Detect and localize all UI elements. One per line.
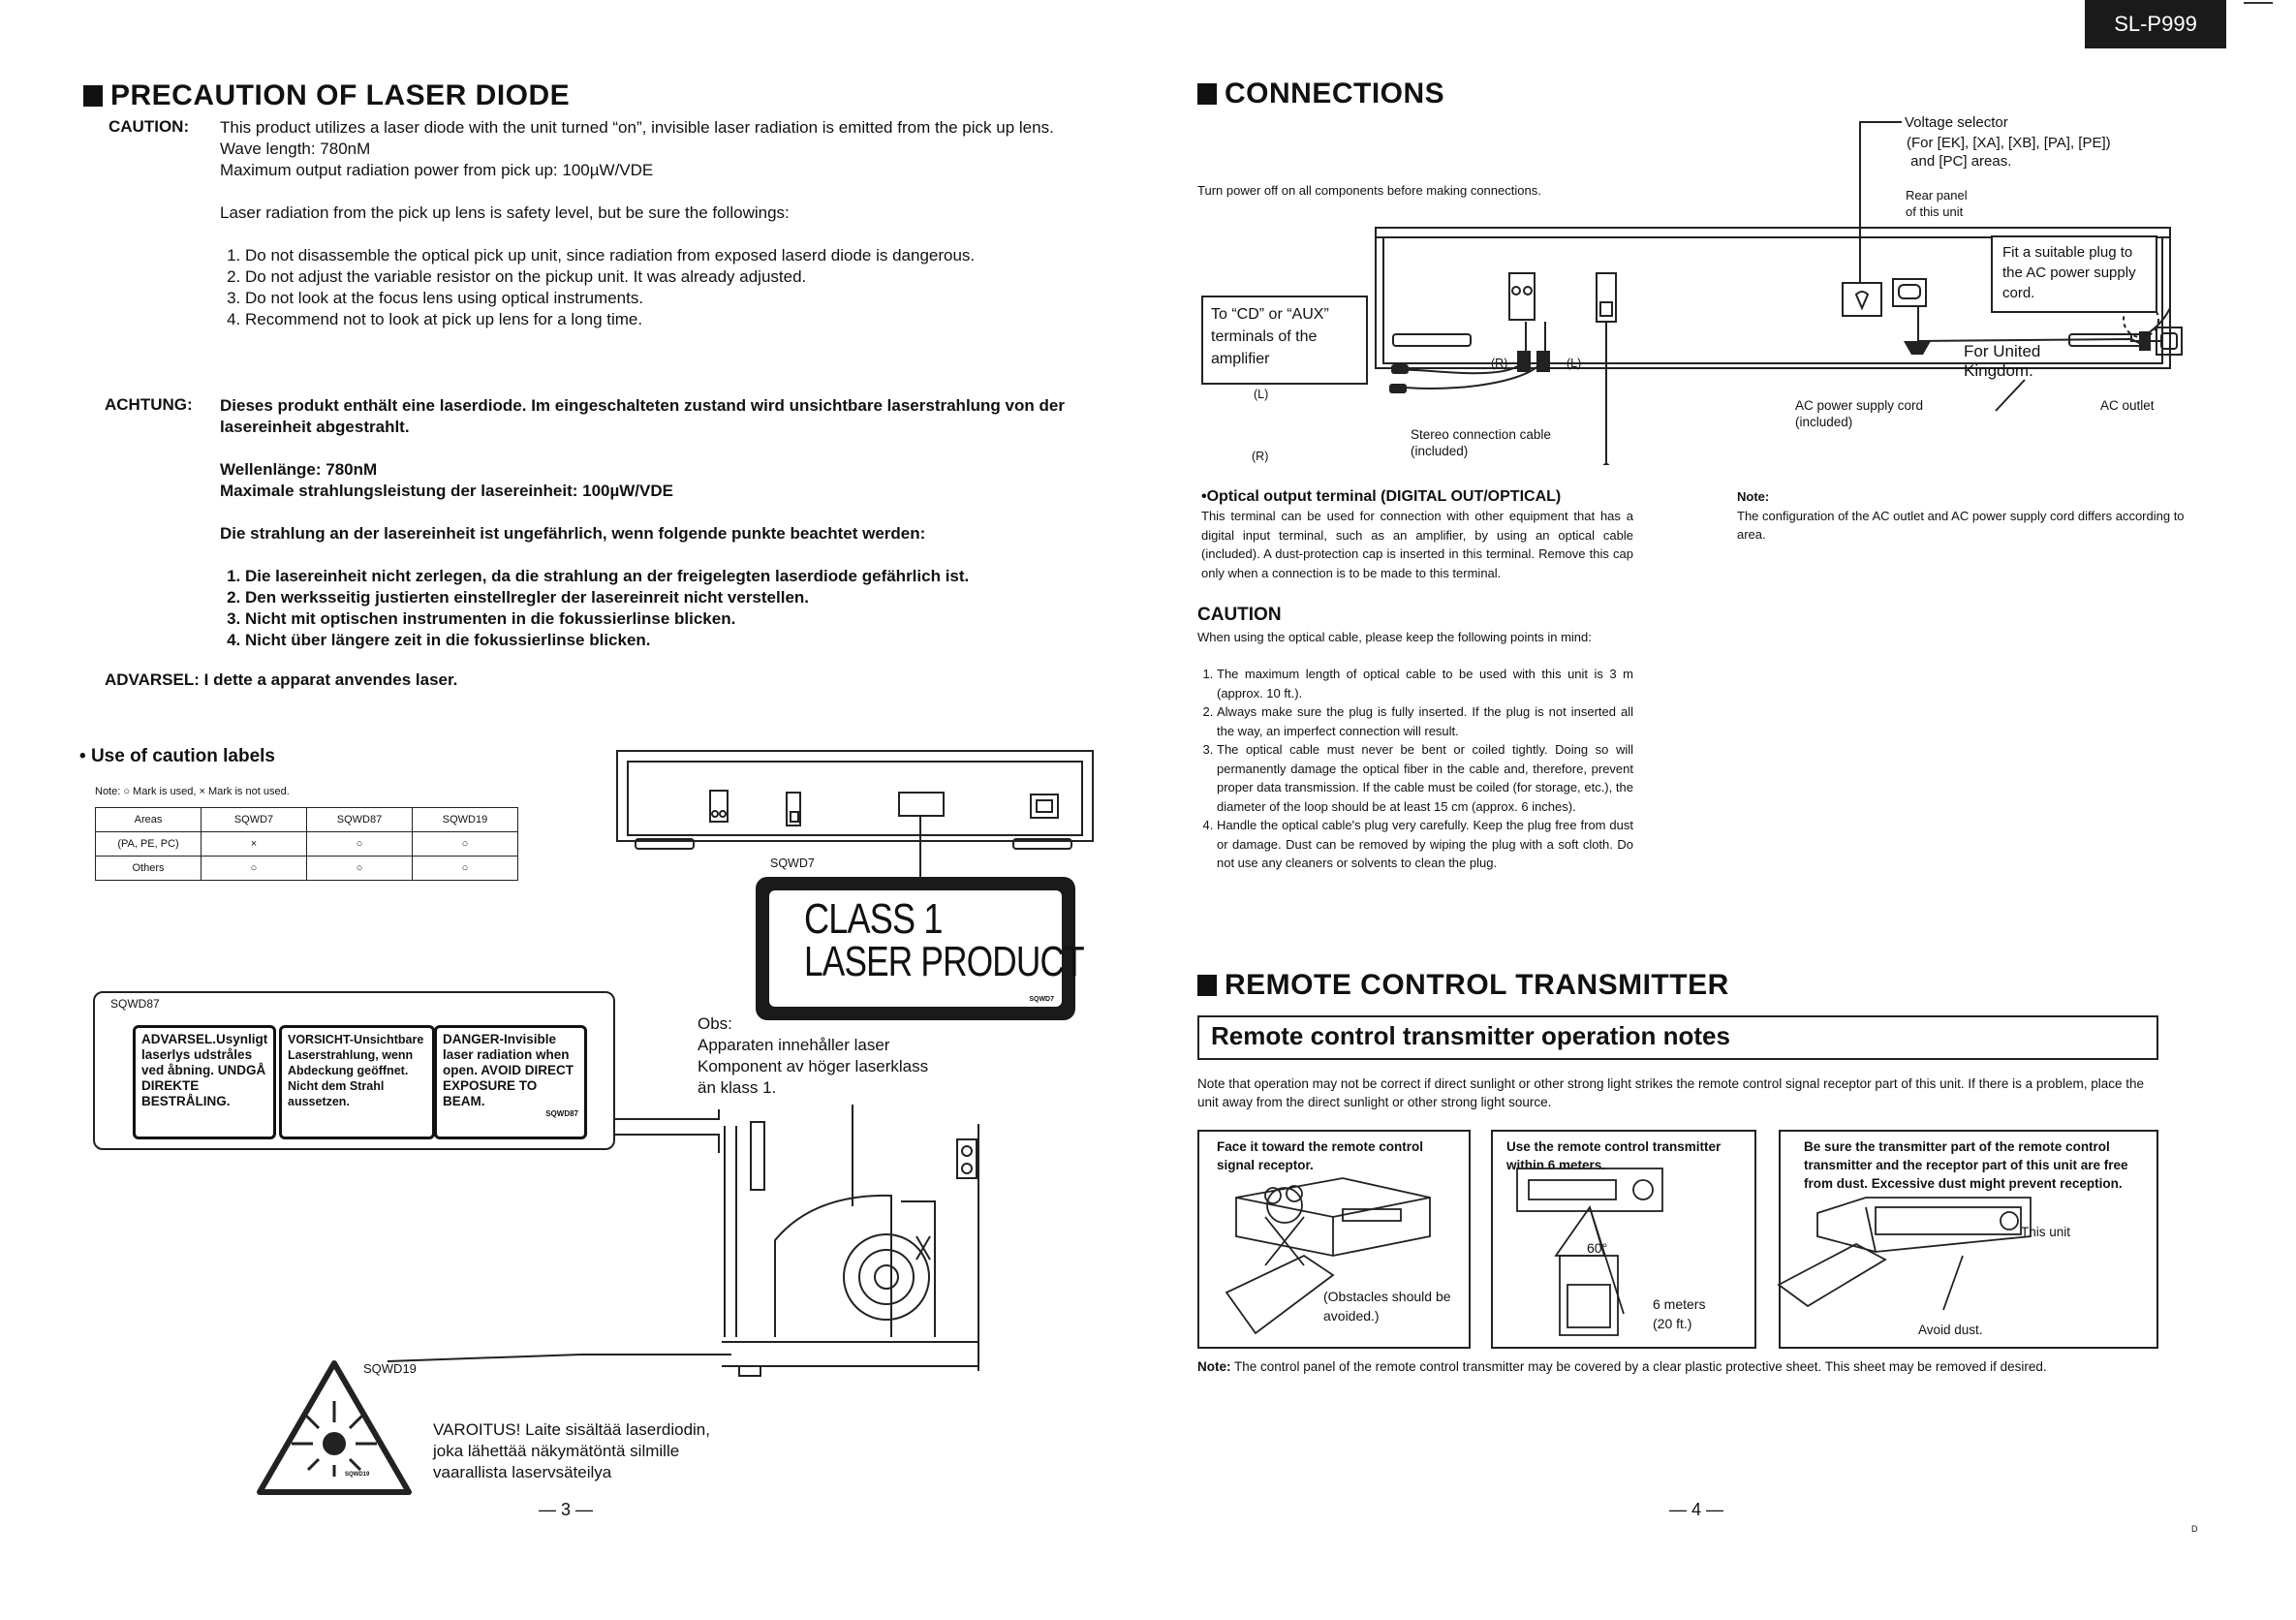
top-rule: [2244, 2, 2273, 4]
remote-illustrations: [1225, 1168, 2032, 1336]
caution-labels-table: Areas SQWD7 SQWD87 SQWD19 (PA, PE, PC)×○…: [95, 807, 518, 881]
plug-r-label: (R): [1252, 450, 1269, 463]
achtung-label: ACHTUNG:: [105, 395, 193, 414]
optical-caution-intro: When using the optical cable, please kee…: [1197, 630, 1592, 644]
optical-text: This terminal can be used for connection…: [1201, 509, 1633, 580]
achtung-item: Die lasereinheit nicht zerlegen, da die …: [245, 566, 1082, 587]
fit-plug-box: Fit a suitable plug to the AC power supp…: [1991, 235, 2157, 313]
achtung-item: Den werksseitig justierten einstellregle…: [245, 587, 1082, 608]
caution-item: Recommend not to look at pick up lens fo…: [245, 309, 1082, 330]
panel-dust: [1779, 1130, 2158, 1349]
turn-off-note: Turn power off on all components before …: [1197, 183, 1541, 198]
table-header: SQWD87: [306, 807, 413, 832]
panel3-dust: Avoid dust.: [1918, 1323, 1983, 1337]
page-number-left: — 3 —: [539, 1500, 594, 1519]
advarsel-label: ADVARSEL:: [105, 670, 200, 689]
table-row: Others○○○: [95, 856, 518, 881]
corner-mark: D: [2191, 1524, 2198, 1534]
sticker-german: VORSICHT-Unsichtbare Laserstrahlung, wen…: [279, 1025, 435, 1139]
connections-title: CONNECTIONS: [1197, 78, 1444, 110]
achtung-block: Dieses produkt enthält eine laserdiode. …: [220, 395, 1082, 651]
to-cd-box: To “CD” or “AUX” terminals of the amplif…: [1201, 296, 1368, 385]
optical-caution-heading: CAUTION: [1197, 605, 1282, 625]
sticker-english: DANGER-Invisible laser radiation when op…: [434, 1025, 587, 1139]
ac-outlet-label: AC outlet: [2100, 398, 2155, 413]
stereo-cable-label: Stereo connection cable (included): [1411, 427, 1551, 458]
panel3-unit: This unit: [2021, 1225, 2071, 1239]
panel-face-receptor: [1197, 1130, 1471, 1349]
sqwd7-caption: SQWD7: [770, 857, 815, 870]
r-terminal-label: (R): [1491, 357, 1508, 370]
class1-code: SQWD7: [1029, 996, 1054, 1003]
panel1-caption: (Obstacles should be avoided.): [1323, 1289, 1451, 1324]
caution-point: The optical cable must never be bent or …: [1217, 740, 1633, 816]
uk-label: For United Kingdom.: [1964, 342, 2041, 380]
model-badge: [2085, 0, 2226, 48]
remote-title: REMOTE CONTROL TRANSMITTER: [1197, 969, 1729, 1002]
l-terminal-label: (L): [1567, 357, 1582, 370]
remote-notes-title: Remote control transmitter operation not…: [1211, 1021, 1730, 1050]
caution-label: CAUTION:: [109, 117, 190, 136]
rear-panel-label: Rear panel of this unit: [1906, 188, 1968, 219]
table-header: SQWD7: [201, 807, 307, 832]
optical-heading: •Optical output terminal (DIGITAL OUT/OP…: [1201, 488, 1562, 505]
class1-line2: LASER PRODUCT: [804, 938, 1085, 985]
varoitus-block: VAROITUS! Laite sisältää laserdiodin, jo…: [433, 1420, 710, 1481]
model-number: SL-P999: [2114, 12, 2197, 36]
class1-laser-label: CLASS 1 LASER PRODUCT SQWD7: [756, 877, 1085, 1020]
caution-point: The maximum length of optical cable to b…: [1217, 665, 1633, 702]
voltage-areas: (For [EK], [XA], [XB], [PA], [PE]) and […: [1907, 135, 2111, 170]
achtung-item: Nicht über längere zeit in die fokussier…: [245, 630, 1082, 651]
labels-note: Note: ○ Mark is used, × Mark is not used…: [95, 786, 290, 797]
page-number-right: — 4 —: [1669, 1500, 1724, 1519]
triangle-code: SQWD19: [345, 1472, 370, 1478]
connections-diagram: [1375, 121, 2183, 465]
sqwd87-caption: SQWD87: [110, 997, 160, 1011]
caution-block: This product utilizes a laser diode with…: [220, 117, 1082, 330]
label-placement-illustration: [257, 750, 1094, 1495]
class1-line1: CLASS 1: [804, 895, 943, 943]
bottom-note: Note: The control panel of the remote co…: [1197, 1359, 2047, 1374]
sqwd19-caption: SQWD19: [363, 1361, 417, 1376]
caution-point: Always make sure the plug is fully inser…: [1217, 702, 1633, 740]
caution-point: Handle the optical cable's plug very car…: [1217, 816, 1633, 873]
optical-caution-list: The maximum length of optical cable to b…: [1197, 665, 1633, 873]
achtung-item: Nicht mit optischen instrumenten in die …: [245, 608, 1082, 630]
advarsel-line: ADVARSEL: I dette a apparat anvendes las…: [105, 670, 457, 691]
caution-item: Do not look at the focus lens using opti…: [245, 288, 1082, 309]
panel-distance: [1491, 1130, 1756, 1349]
panel3-title: Be sure the transmitter part of the remo…: [1804, 1139, 2128, 1191]
precaution-title: PRECAUTION OF LASER DIODE: [83, 79, 570, 112]
sqwd87-group: [93, 991, 615, 1150]
labels-heading: • Use of caution labels: [79, 746, 275, 766]
area-note-label: Note:: [1737, 489, 1770, 504]
table-row: (PA, PE, PC)×○○: [95, 831, 518, 857]
ac-cord-label: AC power supply cord (included): [1795, 398, 1924, 429]
table-header: SQWD19: [412, 807, 518, 832]
panel2-distance: 6 meters (20 ft.): [1653, 1296, 1706, 1331]
advarsel-text: I dette a apparat anvendes laser.: [203, 670, 458, 689]
remote-notes-box: [1197, 1015, 2158, 1060]
area-note-text: The configuration of the AC outlet and A…: [1737, 509, 2185, 542]
caution-item: Do not disassemble the optical pick up u…: [245, 245, 1082, 266]
voltage-selector-label: Voltage selector: [1905, 114, 2008, 131]
panel1-title: Face it toward the remote control signal…: [1217, 1139, 1424, 1172]
sticker-danish: ADVARSEL.Usynligt laserlys udstråles ved…: [133, 1025, 276, 1139]
remote-notes-text: Note that operation may not be correct i…: [1197, 1076, 2144, 1109]
obs-block: Obs: Apparaten innehåller laser Komponen…: [698, 1014, 929, 1097]
table-header-row: Areas SQWD7 SQWD87 SQWD19: [95, 807, 518, 832]
caution-item: Do not adjust the variable resistor on t…: [245, 266, 1082, 288]
plug-l-label: (L): [1254, 388, 1269, 401]
